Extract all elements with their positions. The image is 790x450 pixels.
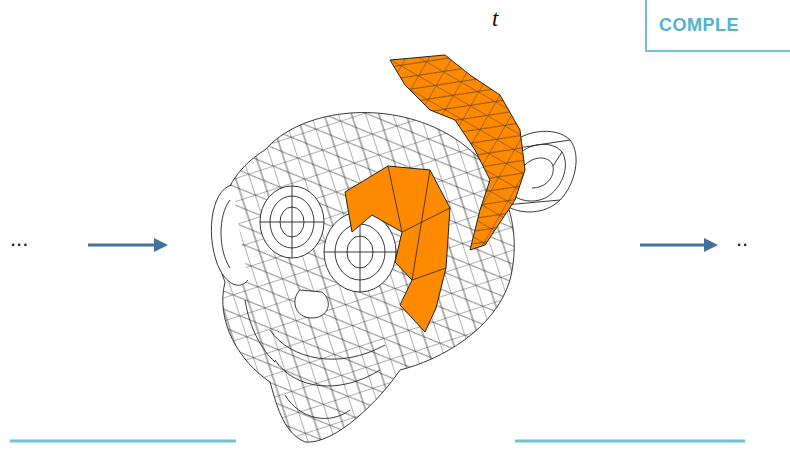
time-label: t xyxy=(492,6,498,32)
ellipsis-label: ... xyxy=(10,226,28,252)
label-box: COMPLE xyxy=(645,0,790,52)
flow-arrow xyxy=(88,238,168,252)
detached-piece xyxy=(380,50,576,255)
rule-line xyxy=(10,440,236,443)
ellipsis-label: .. xyxy=(736,226,748,252)
flow-arrow xyxy=(640,238,718,252)
rule-line xyxy=(515,440,745,443)
box-text: COMPLE xyxy=(659,15,790,36)
